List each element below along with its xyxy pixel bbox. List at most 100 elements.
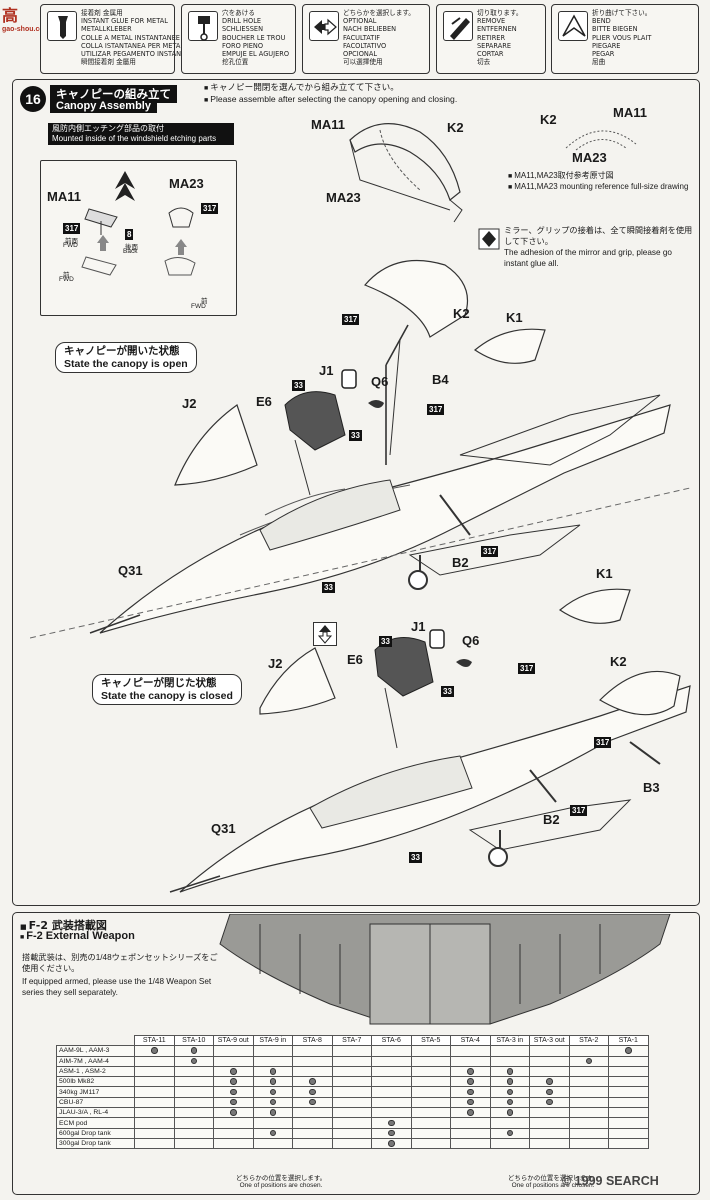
weapon-note-jp: 搭載武装は、別売の1/48ウェポンセットシリーズをご使用ください。	[22, 953, 218, 973]
station-header: STA-2	[568, 1034, 609, 1047]
mount-dot	[230, 1078, 237, 1085]
mount-dot	[506, 1078, 513, 1085]
station-header: STA-7	[331, 1034, 372, 1047]
mount-dot	[309, 1088, 316, 1096]
mount-dot	[230, 1068, 237, 1075]
station-cell	[608, 1127, 649, 1139]
label-j1: J1	[411, 619, 426, 634]
foot-note-left: どちらかの位置を選択します。 One of positions are chos…	[216, 1172, 346, 1189]
station-cell	[410, 1045, 451, 1057]
station-cell	[529, 1065, 570, 1078]
brand-watermark: © 1999 SEARCH	[562, 1174, 659, 1188]
callout-open-jp: キャノピーが開いた状態	[64, 345, 180, 357]
station-cell	[529, 1117, 570, 1129]
site-watermark: 高 gao-shou.com	[2, 2, 50, 33]
weapon-name: 300gal Drop tank	[56, 1137, 135, 1150]
station-cell	[568, 1086, 609, 1098]
label-j1: J1	[319, 363, 334, 378]
station-cell	[371, 1055, 412, 1067]
station-header: STA-1	[608, 1034, 649, 1047]
station-cell	[252, 1055, 293, 1067]
mount-dot	[230, 1109, 237, 1116]
station-cell	[213, 1127, 254, 1139]
station-cell	[134, 1107, 175, 1119]
station-cell	[292, 1107, 333, 1119]
mount-dot	[467, 1109, 474, 1116]
station-cell	[371, 1045, 412, 1057]
label-k1: K1	[596, 566, 613, 581]
callout-canopy-open: キャノピーが開いた状態 State the canopy is open	[55, 342, 197, 373]
mount-dot	[269, 1129, 276, 1137]
step-note-jp: キャノピー開閉を選んでから組み立てて下さい。	[204, 82, 474, 94]
station-cell	[371, 1117, 412, 1129]
mount-dot	[506, 1088, 513, 1096]
aircraft-open-drawing	[89, 259, 671, 634]
part-317: 317	[63, 223, 81, 234]
canopy-frame-drawing	[349, 123, 463, 223]
label-front-jp: 前面	[65, 237, 78, 245]
legend-text: 折り曲げて下さい。 BEND BITTE BIEGEN PLIER VOUS P…	[592, 9, 652, 67]
label-k1: K1	[506, 310, 523, 325]
mount-dot	[506, 1068, 513, 1075]
part-317: 317	[594, 737, 612, 748]
mount-dot	[190, 1047, 197, 1054]
weapon-name: JLAU-3/A , RL-4	[56, 1107, 135, 1119]
station-header: STA-5	[410, 1034, 451, 1047]
station-header: STA-10	[173, 1034, 214, 1047]
station-cell	[608, 1045, 649, 1057]
station-cell	[292, 1127, 333, 1139]
weapon-title-en-text: F-2 External Weapon	[26, 930, 135, 942]
weapon-name: AAM-9L , AAM-3	[56, 1045, 135, 1057]
part-317: 317	[342, 314, 360, 325]
station-cell	[331, 1107, 372, 1119]
station-cell	[608, 1137, 649, 1150]
ref-note-jp: MA11,MA23取付参考原寸図	[508, 170, 698, 182]
table-row: 500lb Mk82	[56, 1076, 649, 1088]
table-row: 600gal Drop tank	[56, 1127, 649, 1139]
label-b2: B2	[543, 812, 560, 827]
station-cell	[410, 1137, 451, 1150]
station-cell	[213, 1045, 254, 1057]
label-b2: B2	[452, 555, 469, 570]
part-317: 317	[201, 203, 219, 214]
station-cell	[292, 1055, 333, 1067]
mount-dot	[546, 1088, 553, 1096]
weapon-name: 340kg JM117	[56, 1086, 135, 1098]
station-cell	[371, 1065, 412, 1078]
station-cell	[292, 1045, 333, 1057]
station-cell	[331, 1127, 372, 1139]
mount-dot	[151, 1047, 158, 1054]
station-header: STA-3 out	[529, 1034, 570, 1047]
station-header: STA-9 in	[252, 1034, 293, 1047]
label-fwd: FWD	[59, 276, 74, 283]
mount-dot	[388, 1119, 395, 1126]
table-row: ASM-1 , ASM-2	[56, 1065, 649, 1078]
station-cell	[568, 1045, 609, 1057]
step-title-en: Canopy Assembly	[50, 99, 157, 113]
station-cell	[371, 1086, 412, 1098]
station-cell	[450, 1055, 491, 1067]
station-cell	[134, 1055, 175, 1067]
legend-text: 接着剤 金属用 INSTANT GLUE FOR METAL METALLKLE…	[81, 9, 203, 67]
station-header: STA-4	[450, 1034, 491, 1047]
part-317: 317	[481, 546, 499, 557]
label-k2: K2	[447, 120, 464, 135]
station-cell	[213, 1076, 254, 1088]
metal-glue-icon	[47, 11, 77, 41]
legend-drill-hole: 穴をあける DRILL HOLE SCHLIESSEN BOUCHER LE T…	[181, 4, 296, 74]
mount-dot	[467, 1098, 474, 1106]
table-row: AIM-7M , AAM-4	[56, 1055, 649, 1067]
part-317: 317	[427, 404, 445, 415]
part-8: 8	[125, 229, 134, 240]
mount-dot	[230, 1088, 237, 1096]
part-33: 33	[409, 852, 422, 863]
station-cell	[292, 1086, 333, 1098]
station-cell	[134, 1137, 175, 1150]
station-cell	[134, 1076, 175, 1088]
part-33: 33	[322, 582, 335, 593]
station-cell	[173, 1127, 214, 1139]
station-cell	[213, 1055, 254, 1067]
label-b4: B4	[432, 372, 449, 387]
mount-dot	[467, 1088, 474, 1096]
station-cell	[134, 1086, 175, 1098]
